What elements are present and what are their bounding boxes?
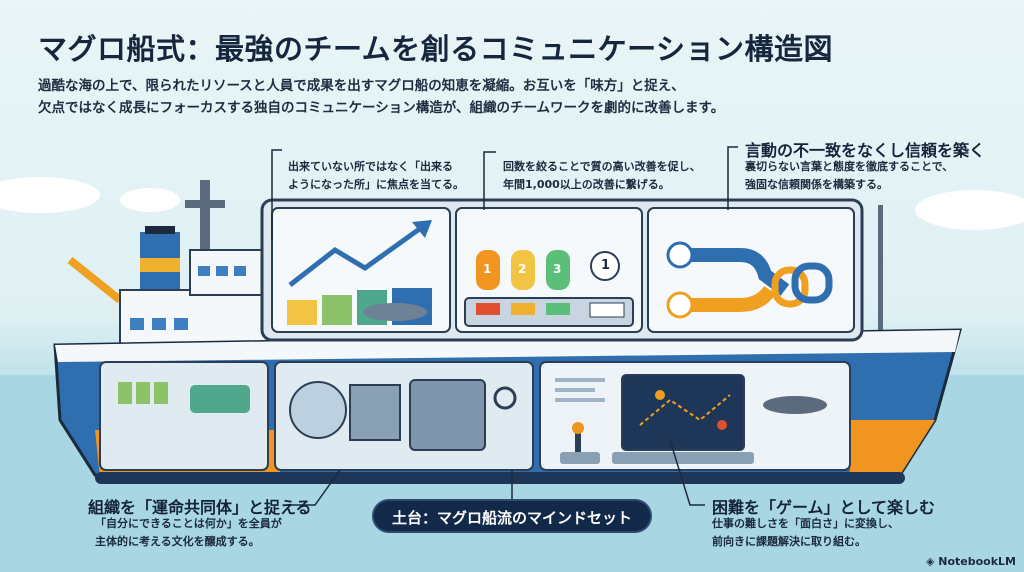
- callout-text: 出来ていない所ではなく「出来る: [288, 160, 453, 173]
- chain-link-icon: [666, 241, 833, 319]
- brand-label: NotebookLM: [938, 555, 1016, 568]
- tuna-icon: [363, 303, 427, 321]
- cloud: [915, 190, 1024, 230]
- callout-text: 強固な信頼関係を構築する。: [745, 178, 888, 191]
- compartment-storage: [99, 361, 269, 471]
- callout-text: 前向きに課題解決に取り組む。: [712, 535, 866, 548]
- callout-game: 仕事の難しさを「面白さ」に変換し、 前向きに課題解決に取り組む。: [712, 515, 899, 551]
- navigation-screen: [621, 374, 745, 451]
- engine-icon: [349, 384, 401, 441]
- bridge: [119, 289, 271, 346]
- bow-bottom: [850, 420, 935, 475]
- badge-1-circle: 1: [601, 258, 611, 273]
- subtitle-line: 過酷な海の上で、限られたリソースと人員で成果を出すマグロ船の知恵を凝縮。お互いを…: [38, 78, 685, 94]
- callout-growth: 出来ていない所ではなく「出来る ようになった所」に焦点を当てる。: [288, 158, 464, 194]
- brand-badge: ◈ NotebookLM: [925, 555, 1016, 568]
- badge-3: 3: [553, 262, 562, 276]
- bow-mast: [878, 205, 883, 345]
- crane: [67, 256, 123, 304]
- callout-trust: 裏切らない言葉と態度を徹底することで、 強固な信頼関係を構築する。: [745, 158, 953, 194]
- callout-text: 主体的に考える文化を醸成する。: [95, 535, 260, 548]
- handshake-icon: [666, 291, 694, 319]
- page-title: マグロ船式：最強のチームを創るコミュニケーション構造図: [38, 32, 834, 66]
- badge-1: 1: [483, 262, 492, 276]
- tuna-icon: [763, 396, 827, 414]
- foundation-label: 土台：マグロ船流のマインドセット: [372, 499, 652, 533]
- growth-chart: [287, 220, 432, 325]
- cloud: [120, 188, 180, 212]
- callout-trust-heading: 言動の不一致をなくし信頼を築く: [745, 141, 986, 160]
- mast: [200, 180, 210, 270]
- callout-community-heading: 組織を「運命共同体」と捉える: [88, 498, 312, 517]
- callout-text: ようになった所」に焦点を当てる。: [288, 178, 464, 191]
- priority-lamps: [464, 250, 634, 327]
- subtitle-line: 欠点ではなく成長にフォーカスする独自のコミュニケーション構造が、組織のチームワー…: [38, 100, 725, 116]
- callout-text: 裏切らない言葉と態度を徹底することで、: [745, 160, 954, 173]
- speech-bubble-icon: [666, 241, 694, 269]
- callout-improve: 回数を絞ることで質の高い改善を促し、 年間1,000以上の改善に繋げる。: [503, 158, 701, 194]
- joystick-icon: [575, 430, 581, 455]
- callout-text: 仕事の難しさを「面白さ」に変換し、: [712, 517, 899, 530]
- pump-icon: [190, 385, 250, 413]
- callout-text: 「自分にできることは何か」を全員が: [95, 517, 282, 530]
- callout-text: 回数を絞ることで質の高い改善を促し、: [503, 160, 701, 173]
- cloud: [0, 177, 100, 213]
- badge-2: 2: [518, 262, 527, 276]
- callout-game-heading: 困難を「ゲーム」として楽しむ: [712, 498, 936, 517]
- callout-community: 「自分にできることは何か」を全員が 主体的に考える文化を醸成する。: [95, 515, 282, 551]
- turbine-icon: [289, 381, 347, 439]
- gear-icon: [493, 386, 517, 410]
- callout-text: 年間1,000以上の改善に繋げる。: [503, 178, 670, 191]
